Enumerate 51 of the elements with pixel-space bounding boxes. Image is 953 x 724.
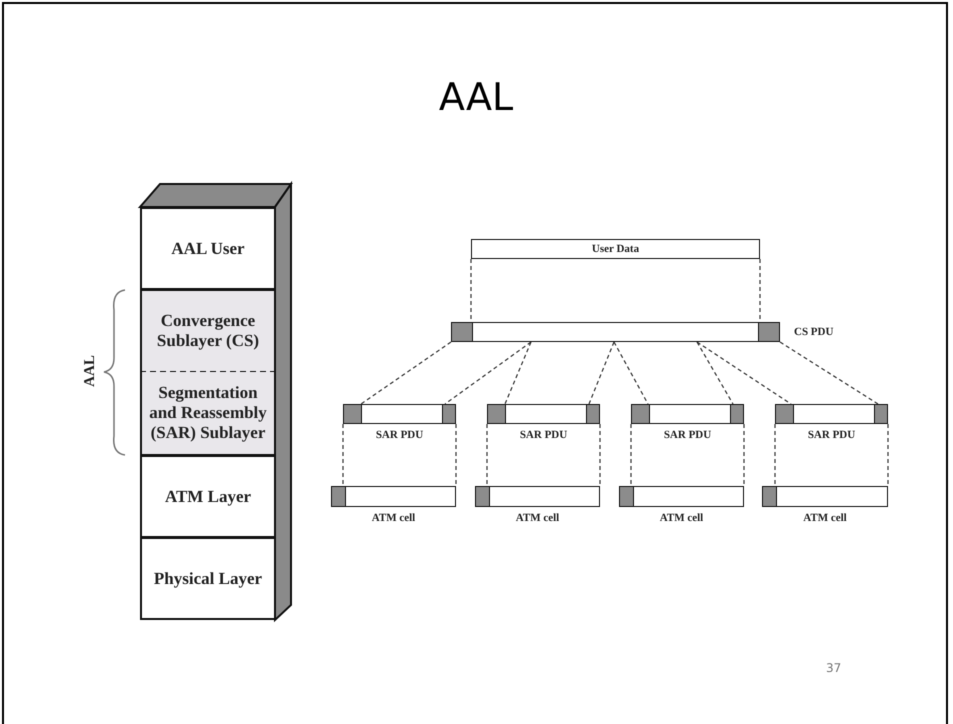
- layer-box: [140, 537, 276, 620]
- layer-box: [140, 455, 276, 538]
- dashed-connector: [780, 342, 878, 404]
- cell-bar: [331, 486, 456, 507]
- bar-label: User Data: [592, 243, 640, 255]
- layer-box: [140, 372, 276, 456]
- layer-box: [140, 289, 276, 373]
- data-bar: [471, 239, 760, 259]
- unit-label: ATM cell: [516, 512, 560, 524]
- page-number: 37: [826, 661, 842, 675]
- dashed-connector: [630, 424, 632, 486]
- dashed-connector: [887, 424, 889, 486]
- unit-label: CS PDU: [794, 326, 834, 338]
- unit-label: SAR PDU: [376, 429, 424, 441]
- dashed-connector: [342, 424, 344, 486]
- unit-label: SAR PDU: [808, 429, 856, 441]
- dashed-connector: [444, 342, 532, 404]
- dashed-connector: [504, 342, 532, 404]
- cell-bar: [762, 486, 888, 507]
- dashed-connector: [743, 424, 745, 486]
- unit-label: SAR PDU: [520, 429, 568, 441]
- layer-name: AAL User: [171, 238, 245, 258]
- layer-box: [140, 207, 276, 290]
- unit-label: ATM cell: [803, 512, 847, 524]
- pdu-bar: [451, 322, 780, 342]
- layer-name: Convergence Sublayer (CS): [156, 311, 260, 351]
- unit-label: ATM cell: [660, 512, 704, 524]
- layer-name: Physical Layer: [154, 568, 262, 588]
- dashed-connector: [759, 259, 761, 322]
- pdu-bar: [775, 404, 888, 424]
- dashed-connector: [470, 259, 472, 322]
- unit-label: ATM cell: [372, 512, 416, 524]
- dashed-connector: [588, 342, 615, 404]
- pdu-bar: [343, 404, 456, 424]
- dashed-connector: [599, 424, 601, 486]
- dashed-connector: [486, 424, 488, 486]
- dashed-connector: [455, 424, 457, 486]
- layer-name: Segmentation and Reassembly (SAR) Sublayer: [148, 383, 268, 443]
- brace-label: AAL: [80, 355, 99, 387]
- pdu-bar: [631, 404, 744, 424]
- cell-bar: [619, 486, 744, 507]
- dashed-connector: [696, 342, 734, 404]
- dashed-connector: [696, 342, 792, 404]
- dashed-connector: [613, 342, 649, 404]
- unit-label: SAR PDU: [664, 429, 712, 441]
- pdu-bar: [487, 404, 600, 424]
- cell-bar: [475, 486, 600, 507]
- dashed-connector: [774, 424, 776, 486]
- slide-title: AAL: [438, 74, 514, 120]
- layer-name: ATM Layer: [164, 486, 252, 506]
- dashed-connector: [360, 342, 452, 404]
